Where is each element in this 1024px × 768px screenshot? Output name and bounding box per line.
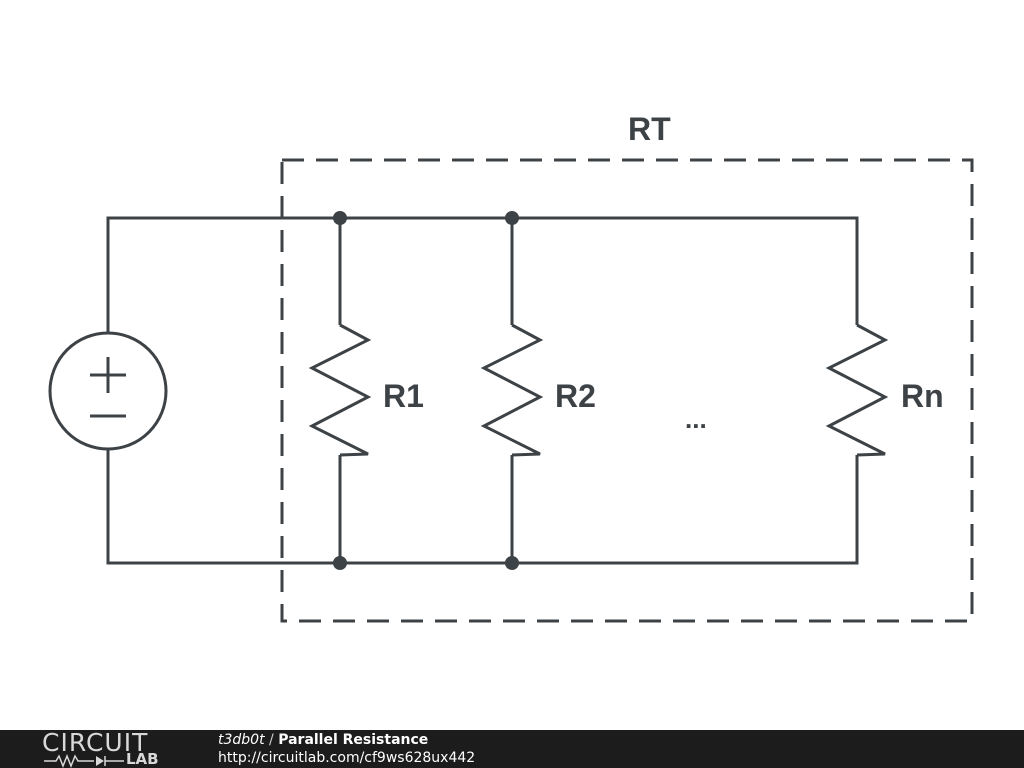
logo-resistor-diode-icon (44, 754, 124, 768)
junction-dot (333, 211, 347, 225)
resistor-r2 (480, 323, 544, 457)
logo-text[interactable]: CIRCUIT (42, 728, 149, 757)
voltage-source (48, 331, 168, 451)
junction-dot (333, 556, 347, 570)
bottom-wire (106, 449, 859, 565)
footer-bar: CIRCUIT LAB t3db0t / Parallel Resistance… (0, 730, 1024, 768)
logo-lab-text: LAB (126, 750, 159, 768)
top-wire (106, 216, 859, 333)
meta-separator: / (264, 732, 279, 748)
rt-boundary-box (280, 158, 974, 623)
resistor-label-r2: R2 (555, 378, 596, 414)
circuit-meta-line: t3db0t / Parallel Resistance (218, 732, 428, 748)
junction-dot (505, 556, 519, 570)
wires (106, 216, 859, 565)
resistor-rn (825, 323, 889, 457)
rt-label: RT (628, 111, 671, 147)
author-name[interactable]: t3db0t (218, 732, 265, 748)
resistor-label-rn: Rn (901, 378, 944, 414)
resistor-r1 (308, 323, 372, 457)
ellipsis-label: ... (685, 404, 707, 434)
circuit-url-link[interactable]: http://circuitlab.com/cf9ws628ux442 (218, 750, 476, 766)
plus-icon (90, 357, 126, 393)
circuit-title[interactable]: Parallel Resistance (278, 732, 429, 748)
resistor-label-r1: R1 (383, 378, 424, 414)
junction-dot (505, 211, 519, 225)
